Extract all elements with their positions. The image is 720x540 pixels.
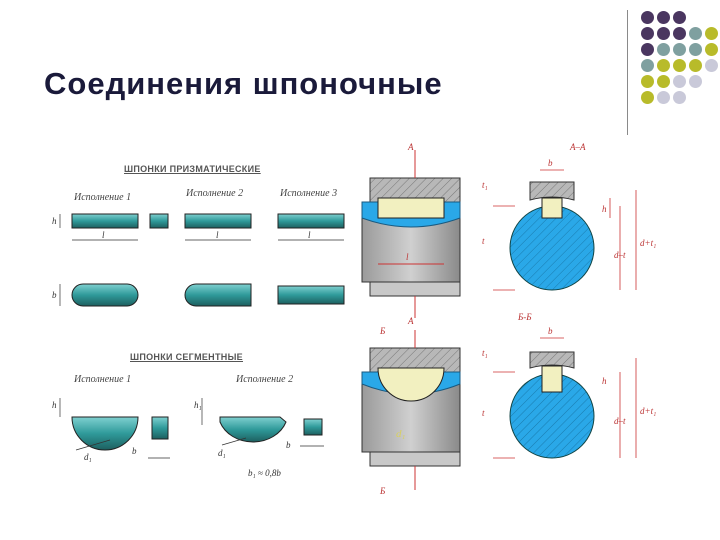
label-b-top: b: [548, 158, 553, 168]
label-b-letter-top: Б: [380, 326, 386, 336]
dim-h: h: [52, 216, 57, 226]
prismatic-header: ШПОНКИ ПРИЗМАТИЧЕСКИЕ: [124, 164, 261, 174]
segment-note: b₁ ≈ 0,8b: [248, 468, 281, 478]
dot: [673, 75, 686, 88]
dot: [705, 27, 718, 40]
dot: [641, 43, 654, 56]
decorative-dot-grid: [641, 11, 720, 121]
segment-key-2-section: [303, 418, 323, 436]
label-b-letter-bottom: Б: [380, 486, 386, 496]
prismatic-variant-3: Исполнение 3: [280, 188, 338, 199]
dot: [641, 27, 654, 40]
label-t1-b: t₁: [482, 348, 488, 358]
dim-seg-h1: h₁: [194, 400, 202, 410]
dot: [657, 59, 670, 72]
assembly-key-2: [377, 367, 445, 402]
dot: [705, 43, 718, 56]
segment-variant-2: Исполнение 2: [236, 374, 294, 385]
dot: [657, 11, 670, 24]
dim-seg-b-b: b: [286, 440, 291, 450]
dim-l-2: l: [216, 230, 219, 240]
prismatic-key-1-top: [71, 283, 139, 307]
dot: [657, 75, 670, 88]
segment-assembly: [361, 330, 637, 490]
dot: [641, 59, 654, 72]
label-h-a: h: [602, 204, 607, 214]
dot: [657, 43, 670, 56]
label-bb: Б-Б: [518, 312, 532, 322]
label-dt1-b: d+t₁: [640, 406, 657, 416]
dot: [657, 91, 670, 104]
prismatic-key-3-side: [277, 213, 345, 229]
label-h-b: h: [602, 376, 607, 386]
prismatic-key-2-top: [184, 283, 252, 307]
dot: [641, 75, 654, 88]
dot: [673, 59, 686, 72]
dot: [705, 59, 718, 72]
prismatic-assembly: [361, 150, 637, 318]
label-b-bottom: b: [548, 326, 553, 336]
segment-header: ШПОНКИ СЕГМЕНТНЫЕ: [130, 352, 243, 362]
prismatic-key-3-top: [277, 285, 345, 305]
prismatic-variant-1: Исполнение 1: [74, 192, 132, 203]
dot: [641, 11, 654, 24]
label-aa: A–A: [570, 142, 586, 152]
dot: [689, 59, 702, 72]
segment-key-2: [219, 416, 287, 443]
divider-line: [627, 10, 628, 135]
dim-seg-h: h: [52, 400, 57, 410]
assembly-key-1: [377, 197, 445, 219]
shaft-section-a: [509, 205, 595, 291]
dot: [641, 91, 654, 104]
dot: [673, 11, 686, 24]
dim-seg-d1-b: d₁: [218, 448, 226, 458]
dim-seg-b-a: b: [132, 446, 137, 456]
label-t-a: t: [482, 236, 485, 246]
prismatic-key-2-side: [184, 213, 252, 229]
label-dt-b: d–t: [614, 416, 626, 426]
prismatic-keys-group: [59, 213, 345, 307]
dim-l-3: l: [308, 230, 311, 240]
label-a-top: A: [408, 142, 414, 152]
prismatic-key-section: [149, 213, 169, 229]
dot: [673, 27, 686, 40]
slide-title: Соединения шпоночные: [44, 66, 443, 101]
dot: [673, 91, 686, 104]
dot: [657, 27, 670, 40]
dot: [689, 43, 702, 56]
segment-keys-group: [59, 398, 324, 459]
section-key-a: [541, 197, 563, 219]
key-joint-svg: [59, 150, 637, 490]
label-d1-assembly: d₁: [396, 428, 406, 440]
label-t1-a: t₁: [482, 180, 488, 190]
dim-seg-d1-a: d₁: [84, 452, 92, 462]
prismatic-variant-2: Исполнение 2: [186, 188, 244, 199]
section-key-b: [541, 365, 563, 393]
dim-l-1: l: [102, 230, 105, 240]
segment-key-1-section: [151, 416, 169, 440]
dot: [689, 75, 702, 88]
key-joint-drawing: ШПОНКИ ПРИЗМАТИЧЕСКИЕ Исполнение 1 Испол…: [40, 140, 680, 510]
dot: [689, 27, 702, 40]
segment-key-1: [71, 416, 139, 451]
segment-variant-1: Исполнение 1: [74, 374, 132, 385]
label-t-b: t: [482, 408, 485, 418]
label-a-bottom: A: [408, 316, 414, 326]
dim-b: b: [52, 290, 57, 300]
label-dt-a: d–t: [614, 250, 626, 260]
prismatic-key-1-side: [71, 213, 139, 229]
label-l-assembly: l: [406, 252, 409, 262]
dot: [673, 43, 686, 56]
label-dt1-a: d+t₁: [640, 238, 657, 248]
